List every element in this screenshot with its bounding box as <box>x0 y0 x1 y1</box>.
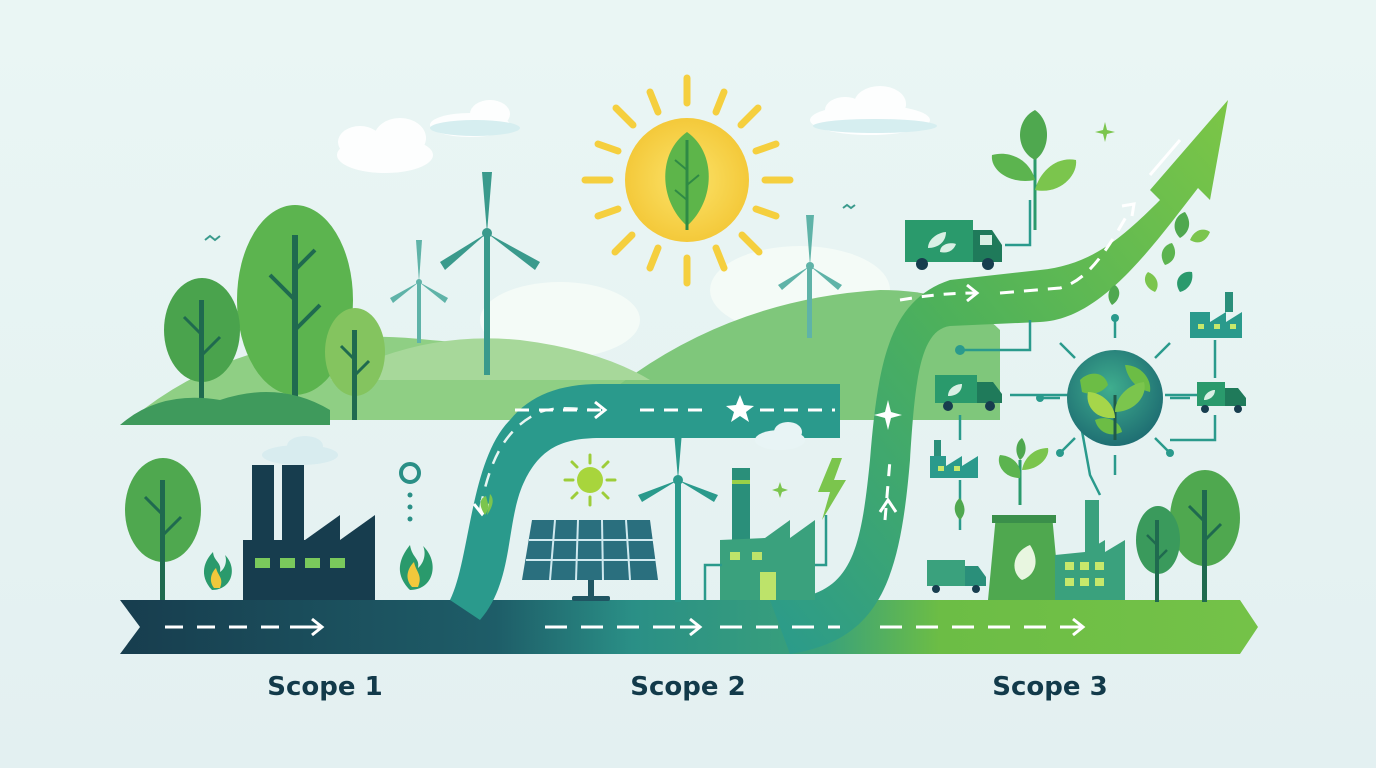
solar-panel-icon <box>522 519 658 601</box>
bush <box>120 392 330 425</box>
tree-icon <box>237 205 353 420</box>
tree-icon <box>1170 470 1240 602</box>
sprout-icon <box>1144 212 1210 292</box>
bird-icon <box>204 203 856 242</box>
factory-icon <box>988 500 1125 600</box>
scope-1-label: Scope 1 <box>267 672 383 702</box>
scope-3-label: Scope 3 <box>992 672 1108 702</box>
delivery-truck-icon <box>905 220 1002 270</box>
factory-icon <box>1190 292 1242 338</box>
factory-icon <box>243 465 375 600</box>
sprout-icon <box>480 494 493 515</box>
road-markings <box>165 139 1182 637</box>
tree-icon <box>1136 506 1180 602</box>
flame-icon <box>399 545 433 590</box>
sprout-icon <box>991 110 1077 230</box>
connector-node <box>955 345 965 355</box>
tree-icon <box>125 458 201 600</box>
scope2-loop-road <box>450 384 840 620</box>
delivery-truck-icon <box>1197 382 1246 413</box>
wind-turbine-icon <box>440 172 540 375</box>
sun-icon <box>563 453 617 507</box>
sparkle-icon <box>772 122 1115 498</box>
scope-2-label: Scope 2 <box>630 672 746 702</box>
tree-icon <box>164 278 240 420</box>
sprout-icon <box>998 438 1049 505</box>
factory-icon <box>930 440 978 478</box>
connector-line <box>1005 200 1032 247</box>
flame-icon <box>203 552 232 590</box>
emission-marker <box>399 462 421 522</box>
road-lane <box>478 407 601 511</box>
globe-plant-icon <box>1036 285 1190 475</box>
tree-icon <box>325 308 385 420</box>
factory-icon <box>720 468 815 600</box>
cloud-icon <box>755 422 805 450</box>
lightning-icon <box>703 458 846 600</box>
wind-turbine-icon <box>778 215 842 338</box>
delivery-truck-icon <box>927 560 986 593</box>
sparkle-icon <box>726 395 902 430</box>
sun-leaf-icon <box>581 74 794 287</box>
wind-turbine-icon <box>638 420 718 602</box>
wind-turbine-icon <box>390 240 448 343</box>
cloud-icon <box>430 119 937 136</box>
cloud-icon <box>262 436 338 465</box>
delivery-truck-icon <box>935 375 1002 411</box>
sprout-icon <box>954 498 965 520</box>
